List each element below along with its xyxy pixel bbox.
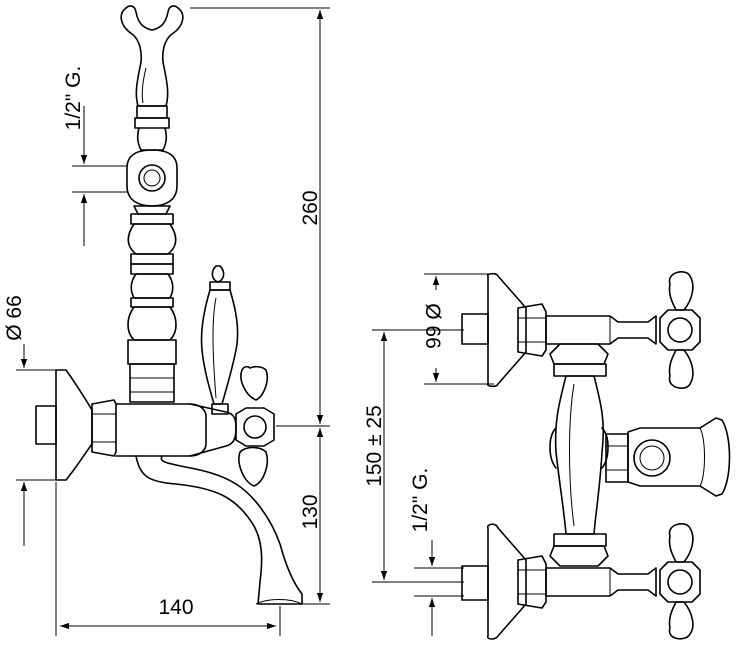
dim-260 <box>190 7 330 427</box>
side-lever-handle <box>200 265 239 415</box>
front-upper-cross-handle <box>659 271 701 389</box>
front-view: Ø 66 150 ± 25 1/2" G. <box>363 271 731 640</box>
column <box>127 205 177 403</box>
side-body <box>115 403 237 457</box>
side-view: 260 130 140 Ø 66 1/2" G. <box>3 5 330 636</box>
dim-140 <box>55 482 281 636</box>
bath-spout <box>135 455 303 605</box>
front-upper-rosette <box>461 272 657 388</box>
side-rosette <box>35 369 117 481</box>
shower-connection-hub <box>126 149 178 207</box>
front-diverter-outlet <box>605 417 731 497</box>
dim-shower-thread-label: 1/2" G. <box>62 66 85 131</box>
front-column <box>549 343 609 567</box>
shower-holder-fork <box>120 5 184 107</box>
dim-front-diameter <box>424 273 494 385</box>
dim-140-label: 140 <box>158 596 193 619</box>
dim-260-label: 260 <box>299 190 322 225</box>
side-cross-handle <box>235 365 275 487</box>
dim-side-diameter <box>16 344 62 546</box>
dim-150 <box>372 329 464 583</box>
dim-front-diameter-label: Ø 66 <box>421 303 444 349</box>
dim-150-label: 150 ± 25 <box>363 405 386 487</box>
dim-front-thread <box>414 540 464 636</box>
dim-130-label: 130 <box>299 494 322 529</box>
front-lower-cross-handle <box>659 523 701 640</box>
upper-stem <box>134 105 170 151</box>
dim-130 <box>302 428 330 605</box>
dim-shower-thread <box>72 106 128 246</box>
dim-side-diameter-label: Ø 66 <box>3 295 26 341</box>
front-lower-rosette <box>461 523 657 640</box>
dim-front-thread-label: 1/2" G. <box>409 468 432 533</box>
